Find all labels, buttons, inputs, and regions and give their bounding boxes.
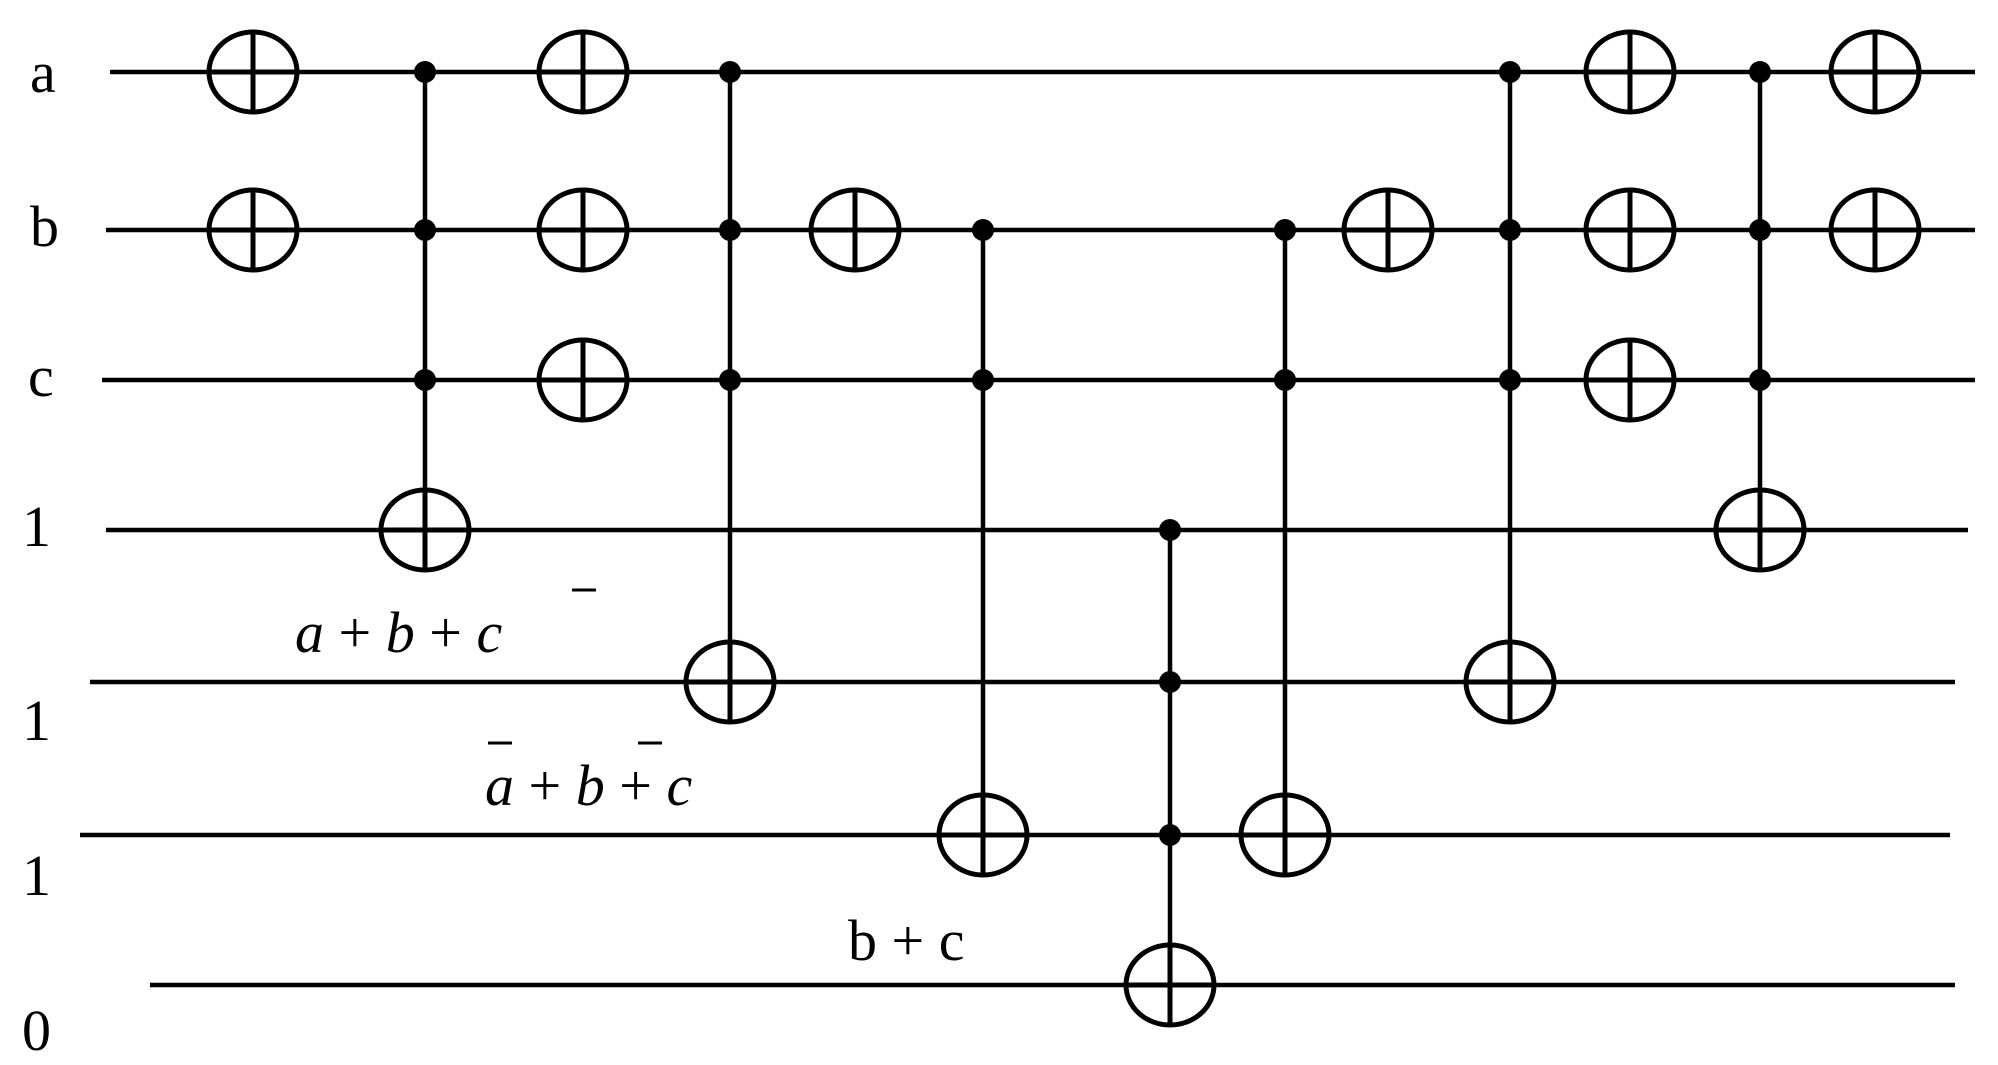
target-xor-anc1-col2 — [378, 487, 472, 573]
wires-layer — [80, 69, 1975, 988]
control-dot-c-col12 — [1749, 369, 1771, 391]
anc2-expression-label: a + b + c — [295, 600, 502, 665]
anc2-expr-plus-2: + — [415, 600, 477, 665]
target-xor-anc2-col10 — [1463, 639, 1557, 725]
control-dot-c-col4 — [719, 369, 741, 391]
control-dot-b-col2 — [414, 219, 436, 241]
anc3-expression-label: a + b + c — [485, 753, 692, 818]
not-gate-a-col1 — [206, 29, 300, 115]
control-dot-c-col6 — [972, 369, 994, 391]
control-dot-a-col2 — [414, 61, 436, 83]
control-dot-b-col4 — [719, 219, 741, 241]
control-dot-anc1-col7 — [1159, 519, 1181, 541]
anc3-expr-plus-1: + — [514, 753, 576, 818]
wire-label-anc2: 1 — [22, 688, 51, 753]
control-dot-a-col10 — [1499, 61, 1521, 83]
control-dot-a-col12 — [1749, 61, 1771, 83]
control-dot-anc3-col7 — [1159, 824, 1181, 846]
control-dot-c-col2 — [414, 369, 436, 391]
target-xor-anc1-col12 — [1713, 487, 1807, 573]
wire-label-anc4: 0 — [22, 998, 51, 1063]
anc3-expr-term-a-bar: a — [485, 753, 514, 818]
gates-layer — [206, 29, 1922, 1028]
not-gate-c-col3 — [536, 337, 630, 423]
target-xor-anc4-col7 — [1123, 942, 1217, 1028]
control-dot-anc2-col7 — [1159, 671, 1181, 693]
not-gate-a-col11 — [1583, 29, 1677, 115]
target-xor-anc3-col6 — [936, 792, 1030, 878]
not-gate-c-col11 — [1583, 337, 1677, 423]
wire-label-b: b — [30, 194, 59, 259]
wire-label-anc1: 1 — [22, 494, 51, 559]
control-dot-b-col6 — [972, 219, 994, 241]
wire-label-anc3: 1 — [22, 843, 51, 908]
not-gate-a-col3 — [536, 29, 630, 115]
anc4-expression-label: b + c — [848, 908, 964, 973]
control-dot-b-col10 — [1499, 219, 1521, 241]
anc2-expr-term-a: a — [295, 600, 324, 665]
anc3-expr-plus-2: + — [605, 753, 667, 818]
target-xor-anc2-col4 — [683, 639, 777, 725]
anc2-expr-term-c-bar: c — [476, 600, 502, 665]
wire-label-c: c — [28, 344, 54, 409]
wire-label-a: a — [30, 40, 56, 105]
not-gate-b-col3 — [536, 187, 630, 273]
control-dot-c-col10 — [1499, 369, 1521, 391]
anc3-expr-term-c: c — [666, 753, 692, 818]
control-dot-c-col8 — [1274, 369, 1296, 391]
control-dot-b-col12 — [1749, 219, 1771, 241]
not-gate-b-col5 — [808, 187, 902, 273]
anc2-expr-term-b: b — [386, 600, 415, 665]
control-dot-a-col4 — [719, 61, 741, 83]
not-gate-b-col9 — [1341, 187, 1435, 273]
control-dot-b-col8 — [1274, 219, 1296, 241]
not-gate-b-col1 — [206, 187, 300, 273]
not-gate-b-col13 — [1828, 187, 1922, 273]
not-gate-b-col11 — [1583, 187, 1677, 273]
target-xor-anc3-col8 — [1238, 792, 1332, 878]
anc3-expr-term-b-bar: b — [576, 753, 605, 818]
anc2-expr-plus-1: + — [324, 600, 386, 665]
labels-layer: a b c 1 1 1 0 — [22, 40, 59, 1063]
not-gate-a-col13 — [1828, 29, 1922, 115]
